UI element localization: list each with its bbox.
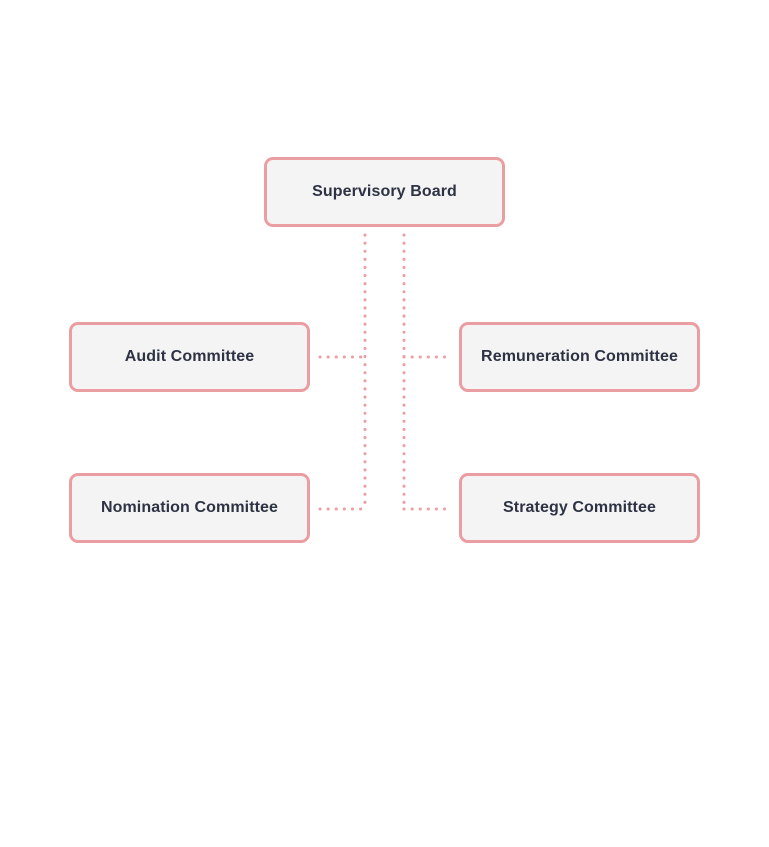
nomination-committee-node[interactable]: Nomination Committee <box>69 473 310 543</box>
remuneration-committee-node[interactable]: Remuneration Committee <box>459 322 700 392</box>
nomination-committee-label: Nomination Committee <box>100 499 279 516</box>
supervisory-board-label: Supervisory Board <box>312 183 457 200</box>
audit-committee-label: Audit Committee <box>124 348 255 365</box>
strategy-committee-label: Strategy Committee <box>503 499 656 516</box>
supervisory-board-node[interactable]: Supervisory Board <box>264 157 505 227</box>
remuneration-committee-label: Remuneration Committee <box>481 348 678 365</box>
strategy-committee-node[interactable]: Strategy Committee <box>459 473 700 543</box>
audit-committee-node[interactable]: Audit Committee <box>69 322 310 392</box>
